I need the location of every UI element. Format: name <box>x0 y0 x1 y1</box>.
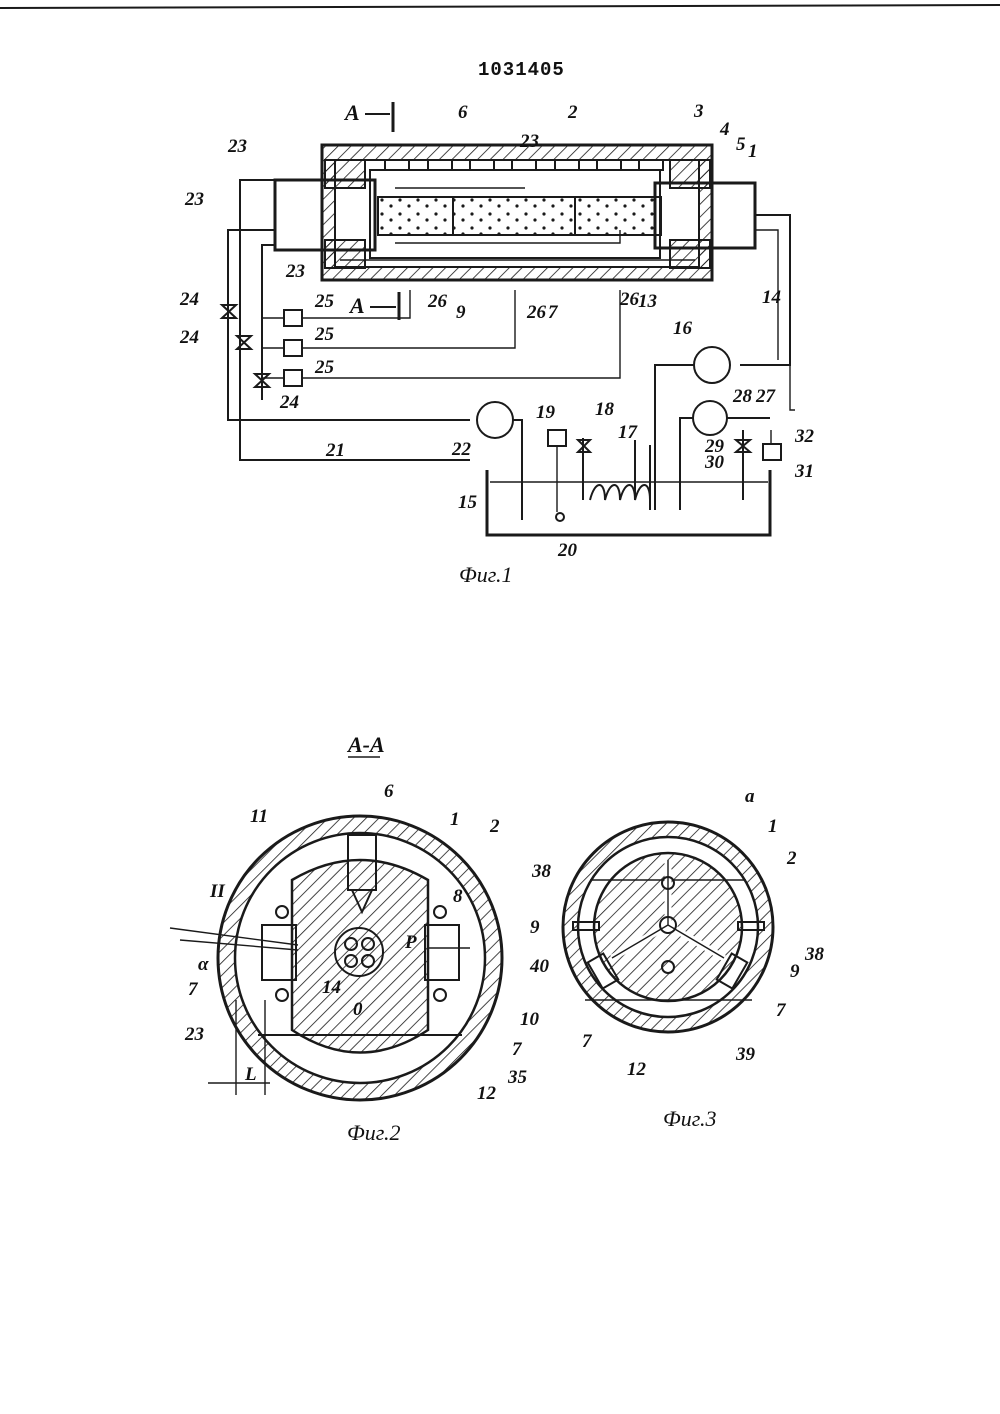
section-marker-top: A <box>343 100 360 125</box>
svg-text:13: 13 <box>638 291 657 312</box>
svg-text:23: 23 <box>227 136 247 157</box>
svg-text:25: 25 <box>314 324 335 345</box>
svg-text:2: 2 <box>786 848 797 869</box>
svg-text:23: 23 <box>285 261 305 282</box>
fig2-caption: Фиг.2 <box>347 1120 401 1145</box>
svg-text:31: 31 <box>794 461 814 482</box>
svg-text:9: 9 <box>790 961 800 982</box>
svg-text:24: 24 <box>179 327 199 348</box>
svg-text:12: 12 <box>477 1083 497 1104</box>
fig2-rotor <box>292 860 428 1053</box>
pump-22 <box>477 402 513 438</box>
svg-text:26: 26 <box>619 289 640 310</box>
svg-text:39: 39 <box>735 1044 756 1065</box>
svg-text:27: 27 <box>755 386 777 407</box>
svg-text:4: 4 <box>719 119 730 140</box>
svg-text:1: 1 <box>768 816 778 837</box>
svg-text:3: 3 <box>693 101 704 122</box>
svg-text:9: 9 <box>456 302 466 323</box>
svg-text:1: 1 <box>450 809 460 830</box>
svg-text:15: 15 <box>458 492 478 513</box>
svg-text:12: 12 <box>627 1059 647 1080</box>
section-marker-bottom: A <box>348 293 365 318</box>
svg-text:2: 2 <box>567 102 578 123</box>
patent-number: 1031405 <box>478 59 565 81</box>
svg-text:38: 38 <box>804 944 825 965</box>
svg-text:26: 26 <box>526 302 547 323</box>
top-border <box>0 5 1000 8</box>
svg-text:23: 23 <box>184 1024 204 1045</box>
svg-text:6: 6 <box>458 102 468 123</box>
pump-16 <box>694 347 730 383</box>
svg-text:11: 11 <box>250 806 268 827</box>
svg-text:22: 22 <box>451 439 472 460</box>
svg-text:28: 28 <box>732 386 753 407</box>
svg-text:24: 24 <box>279 392 299 413</box>
bearing-right-bottom <box>670 240 710 268</box>
svg-text:32: 32 <box>794 426 815 447</box>
svg-text:5: 5 <box>736 134 746 155</box>
svg-text:7: 7 <box>582 1031 593 1052</box>
sample-holders <box>378 197 661 235</box>
svg-text:9: 9 <box>530 917 540 938</box>
pump-28 <box>693 401 727 435</box>
figure-1: A A <box>179 100 815 587</box>
svg-text:0: 0 <box>353 999 363 1020</box>
svg-text:23: 23 <box>519 131 539 152</box>
section-label: A-A <box>346 732 385 757</box>
figure-2: A-A 1 2 6 7 7 8 9 <box>170 732 550 1145</box>
svg-text:18: 18 <box>595 399 615 420</box>
svg-text:23: 23 <box>184 189 204 210</box>
svg-text:25: 25 <box>314 357 335 378</box>
svg-text:6: 6 <box>384 781 394 802</box>
svg-text:17: 17 <box>618 422 639 443</box>
coil-17 <box>590 485 650 500</box>
svg-text:8: 8 <box>453 886 463 907</box>
svg-text:7: 7 <box>188 979 199 1000</box>
svg-text:α: α <box>198 954 209 975</box>
svg-text:30: 30 <box>704 452 725 473</box>
svg-text:L: L <box>244 1064 257 1085</box>
svg-text:7: 7 <box>548 302 559 323</box>
svg-text:1: 1 <box>748 141 758 162</box>
svg-text:14: 14 <box>762 287 781 308</box>
fig1-caption: Фиг.1 <box>459 562 513 587</box>
svg-text:10: 10 <box>520 1009 540 1030</box>
svg-text:21: 21 <box>325 440 345 461</box>
bearing-left-bottom <box>325 240 365 268</box>
svg-text:24: 24 <box>179 289 199 310</box>
svg-text:26: 26 <box>427 291 448 312</box>
svg-text:40: 40 <box>529 956 550 977</box>
tank-15 <box>487 470 770 535</box>
svg-text:38: 38 <box>531 861 552 882</box>
svg-text:a: a <box>745 786 755 807</box>
svg-text:19: 19 <box>536 402 556 423</box>
bearing-left-top <box>325 160 365 188</box>
svg-text:II: II <box>209 881 225 902</box>
svg-text:35: 35 <box>507 1067 528 1088</box>
svg-text:7: 7 <box>512 1039 523 1060</box>
svg-text:20: 20 <box>557 540 578 561</box>
figure-3: a 1 2 7 7 9 12 38 38 39 Фиг.3 <box>531 786 825 1131</box>
svg-text:16: 16 <box>673 318 693 339</box>
svg-text:7: 7 <box>776 1000 787 1021</box>
svg-text:P: P <box>404 932 417 953</box>
svg-text:14: 14 <box>322 977 341 998</box>
svg-text:2: 2 <box>489 816 500 837</box>
svg-text:25: 25 <box>314 291 335 312</box>
fig3-caption: Фиг.3 <box>663 1106 717 1131</box>
